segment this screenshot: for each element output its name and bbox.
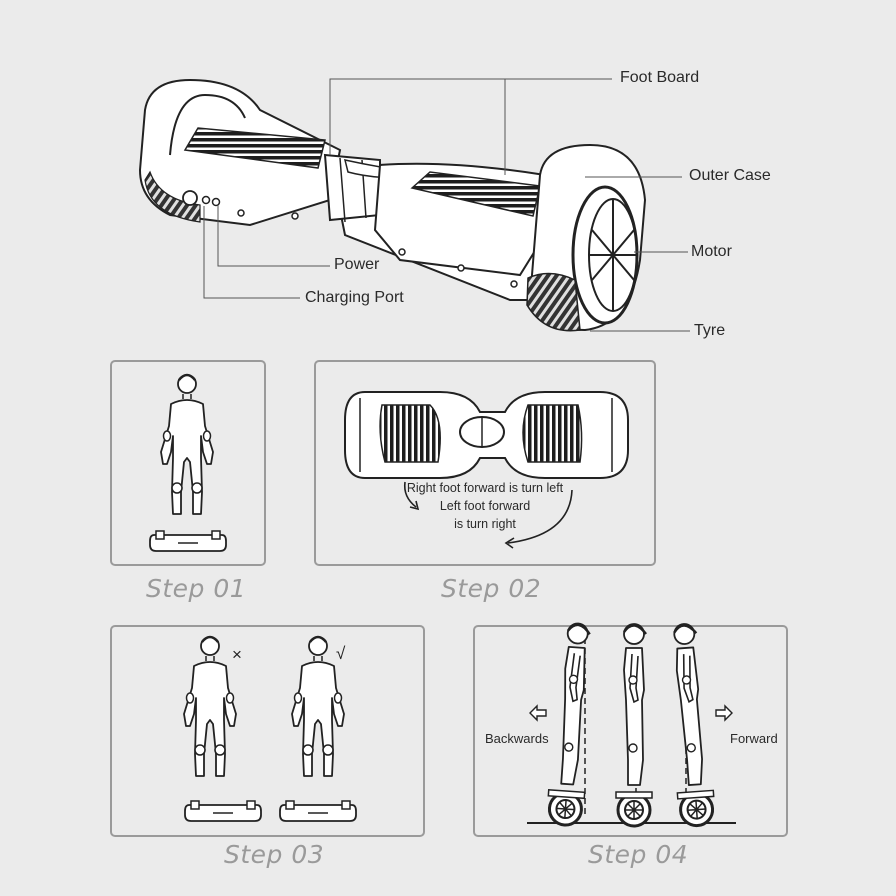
callout-power: Power	[334, 256, 380, 273]
callout-foot-board: Foot Board	[620, 69, 700, 86]
wrong-stance-mark: ×	[232, 645, 242, 664]
step-04-panel	[473, 620, 788, 837]
step02-instruction-line3: is turn right	[454, 517, 516, 531]
backwards-label: Backwards	[485, 731, 549, 746]
step-04-caption: Step 04	[588, 840, 689, 869]
step02-instruction-line1: Right foot forward is turn left	[406, 481, 564, 495]
callout-charging-port: Charging Port	[305, 289, 404, 306]
step-02-panel	[314, 360, 656, 566]
step-03-caption: Step 03	[224, 840, 325, 869]
step-03-panel	[110, 625, 425, 837]
callout-motor: Motor	[691, 243, 732, 260]
callout-tyre: Tyre	[694, 322, 726, 339]
hoverboard-main-illustration	[138, 78, 690, 332]
step-01-panel	[110, 360, 266, 566]
step-01-caption: Step 01	[146, 574, 247, 603]
correct-stance-mark: √	[336, 644, 346, 663]
callout-leaders	[203, 78, 690, 332]
step-02-caption: Step 02	[441, 574, 542, 603]
callout-outer-case: Outer Case	[689, 167, 771, 184]
step02-instruction-line2: Left foot forward	[439, 499, 531, 513]
forward-label: Forward	[730, 731, 778, 746]
